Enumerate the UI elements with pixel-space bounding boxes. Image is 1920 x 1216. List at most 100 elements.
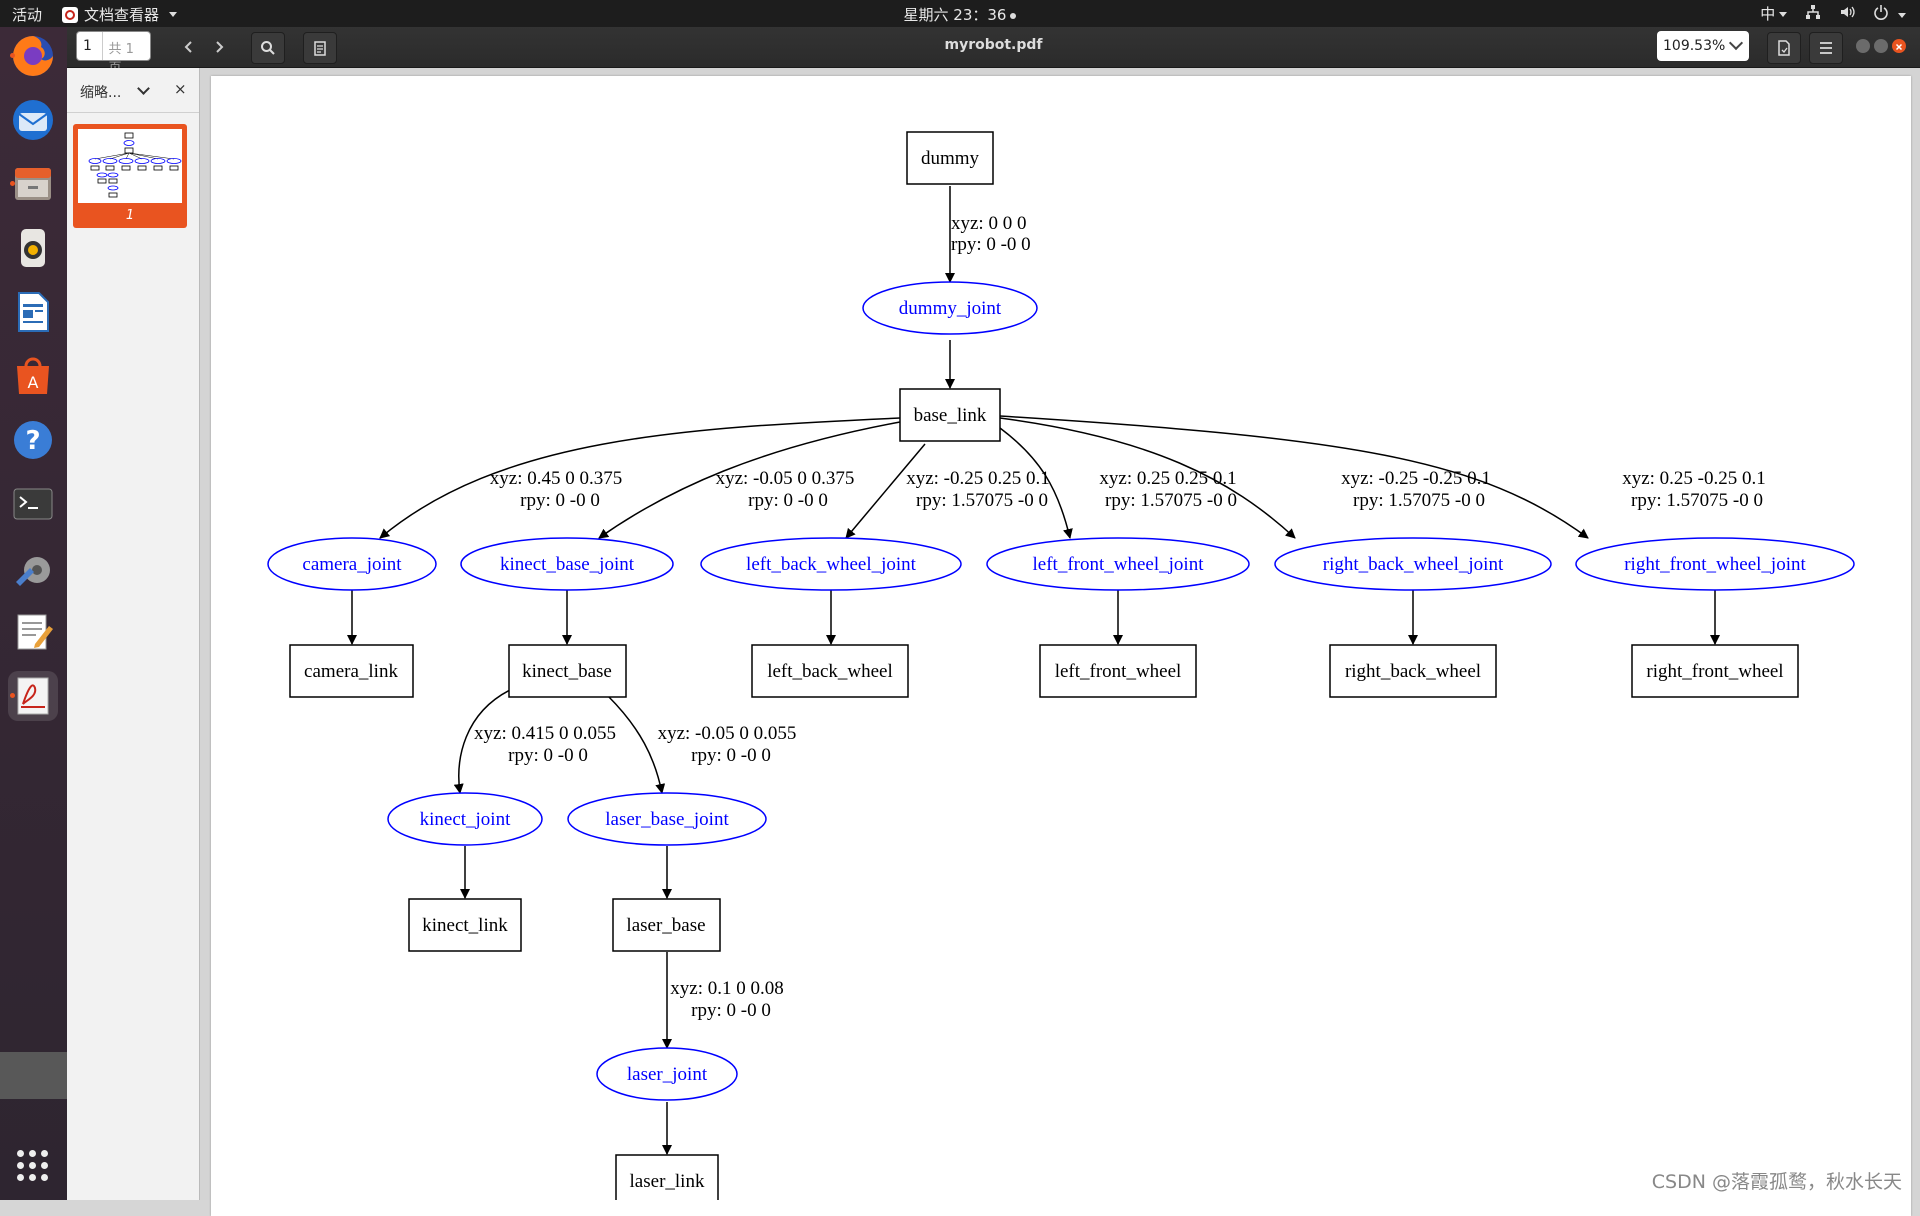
document-view[interactable]	[200, 68, 1920, 1216]
thumbnail-sidebar: 缩略... ×	[67, 68, 200, 1200]
edge-base-to-camera-joint	[379, 417, 901, 539]
annotations-button[interactable]	[303, 32, 337, 64]
page-thumbnail[interactable]: 1	[73, 124, 187, 228]
joint-node[interactable]: laser_base_joint	[567, 792, 767, 846]
link-label: camera_link	[304, 661, 398, 682]
edge-label-xyz: xyz: -0.25 0.25 0.1	[906, 468, 1050, 489]
joint-label: right_front_wheel_joint	[1624, 554, 1806, 575]
link-node[interactable]: kinect_base	[508, 644, 627, 698]
dock-thunderbird[interactable]	[8, 95, 58, 145]
joint-node[interactable]: dummy_joint	[862, 281, 1038, 335]
network-icon[interactable]	[1805, 4, 1821, 24]
activities-button[interactable]: 活动	[12, 6, 43, 24]
input-method-indicator[interactable]: 中	[1760, 3, 1788, 24]
link-label: left_front_wheel	[1055, 661, 1182, 682]
dock-firefox[interactable]	[8, 31, 58, 81]
maximize-icon[interactable]	[1874, 39, 1888, 53]
joint-node[interactable]: left_back_wheel_joint	[700, 537, 962, 591]
link-label: right_front_wheel	[1646, 661, 1783, 682]
dock-software[interactable]: A	[8, 351, 58, 401]
edge-label-xyz: xyz: 0.415 0 0.055	[474, 723, 616, 744]
joint-node[interactable]: laser_joint	[596, 1047, 738, 1101]
joint-node[interactable]: kinect_joint	[387, 792, 543, 846]
joint-label: laser_base_joint	[605, 809, 729, 830]
link-label: right_back_wheel	[1345, 661, 1481, 682]
link-node[interactable]: laser_link	[615, 1154, 719, 1200]
chevron-down-icon[interactable]	[137, 82, 150, 95]
dock-settings[interactable]	[8, 543, 58, 593]
page-view-button[interactable]	[1767, 32, 1801, 64]
clipboard-icon	[314, 41, 326, 56]
edge-label-xyz: xyz: -0.05 0 0.055	[658, 723, 797, 744]
dock-terminal[interactable]	[8, 479, 58, 529]
link-node[interactable]: left_back_wheel	[751, 644, 909, 698]
watermark: CSDN @落霞孤鹜，秋水长天	[1651, 1171, 1902, 1193]
show-applications-icon[interactable]	[17, 1150, 49, 1182]
link-node[interactable]: left_front_wheel	[1039, 644, 1197, 698]
document-viewer-icon	[62, 6, 78, 23]
edge-labels: xyz: 0 0 0 rpy: 0 -0 0 xyz: 0.45 0 0.375…	[474, 213, 1766, 1021]
previous-page-button[interactable]	[175, 32, 203, 62]
dock-help[interactable]: ?	[8, 415, 58, 465]
link-label: kinect_base	[522, 661, 612, 682]
link-label: laser_link	[630, 1171, 705, 1192]
search-button[interactable]	[251, 32, 285, 64]
edge-label-xyz: xyz: -0.05 0 0.375	[716, 468, 855, 489]
link-node[interactable]: laser_base	[612, 898, 721, 952]
document-title: myrobot.pdf	[944, 37, 1043, 53]
close-window-icon[interactable]	[1892, 39, 1906, 53]
dock-libreoffice-writer[interactable]	[8, 287, 58, 337]
edge-kinect-base-to-kinect-joint	[453, 689, 511, 794]
link-node[interactable]: right_back_wheel	[1329, 644, 1497, 698]
sidebar-header: 缩略... ×	[67, 68, 199, 113]
link-node[interactable]: kinect_link	[408, 898, 522, 952]
joint-node[interactable]: camera_joint	[267, 537, 437, 591]
page-number-input[interactable]: 1	[77, 32, 103, 60]
joint-node[interactable]: kinect_base_joint	[460, 537, 674, 591]
link-node[interactable]: camera_link	[289, 644, 414, 698]
link-label: base_link	[914, 405, 987, 426]
edge-label-rpy: rpy: 1.57075 -0 0	[1105, 490, 1237, 511]
dock-text-editor[interactable]	[8, 607, 58, 657]
link-node[interactable]: dummy	[906, 131, 994, 185]
joint-node[interactable]: right_front_wheel_joint	[1575, 537, 1855, 591]
zoom-level: 109.53%	[1663, 38, 1726, 54]
edge-base-to-right-front-wheel-joint	[999, 415, 1589, 539]
dock-rhythmbox[interactable]	[8, 223, 58, 273]
edge-label-xyz: xyz: 0.45 0 0.375	[490, 468, 622, 489]
page-number-field[interactable]: 1 共 1 页	[76, 31, 151, 76]
dock-document-viewer[interactable]	[8, 671, 58, 721]
writer-icon	[18, 292, 49, 332]
link-label: dummy	[921, 148, 980, 169]
volume-icon[interactable]	[1839, 4, 1855, 24]
joint-node[interactable]: right_back_wheel_joint	[1274, 537, 1552, 591]
edge-base-to-left-back-wheel-joint	[845, 443, 926, 539]
top-bar: 活动 文档查看器 星期六 23：36 中	[0, 0, 1920, 27]
joint-label: dummy_joint	[899, 298, 1002, 319]
chevron-right-icon	[216, 41, 224, 53]
urdf-graph: xyz: 0 0 0 rpy: 0 -0 0 xyz: 0.45 0 0.375…	[267, 131, 1855, 1200]
clock[interactable]: 星期六 23：36	[903, 6, 1007, 24]
svg-text:?: ?	[25, 426, 40, 456]
minimize-icon[interactable]	[1856, 39, 1870, 53]
edge-base-to-left-front-wheel-joint	[999, 427, 1073, 539]
terminal-icon	[13, 488, 53, 520]
app-menu[interactable]: 文档查看器	[62, 4, 178, 25]
close-sidebar-icon[interactable]: ×	[174, 80, 187, 98]
chevron-down-icon	[169, 12, 178, 17]
menu-button[interactable]	[1809, 32, 1843, 64]
link-node[interactable]: base_link	[899, 388, 1001, 442]
edge-label-rpy: rpy: 0 -0 0	[520, 490, 600, 511]
zoom-select[interactable]: 109.53%	[1657, 31, 1749, 61]
edge-label-xyz: xyz: 0.25 0.25 0.1	[1099, 468, 1236, 489]
sidebar-mode-label[interactable]: 缩略...	[80, 85, 122, 101]
dock-files[interactable]	[8, 159, 58, 209]
joint-node[interactable]: left_front_wheel_joint	[986, 537, 1250, 591]
next-page-button[interactable]	[205, 32, 233, 62]
joint-label: right_back_wheel_joint	[1323, 554, 1504, 575]
power-icon[interactable]	[1873, 4, 1906, 24]
chevron-down-icon	[1779, 12, 1788, 17]
joint-label: left_back_wheel_joint	[746, 554, 917, 575]
edge-label-rpy: rpy: 0 -0 0	[748, 490, 828, 511]
link-node[interactable]: right_front_wheel	[1631, 644, 1799, 698]
